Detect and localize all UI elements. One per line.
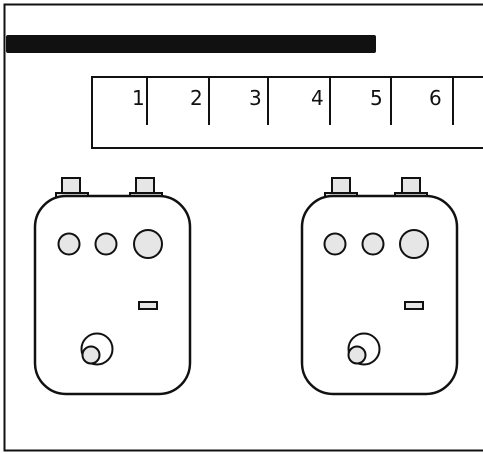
pedal-left-knob-1[interactable]	[59, 234, 80, 255]
pedal-left-knob-3[interactable]	[134, 230, 162, 258]
pedal-left-body	[35, 196, 190, 394]
pedal-right-body	[302, 196, 457, 394]
pedal-right-knob-2[interactable]	[363, 234, 384, 255]
ruler-label-6: 6	[429, 86, 442, 110]
pedal-right	[302, 178, 457, 394]
pedal-right-knob-3[interactable]	[400, 230, 428, 258]
ruler-label-1: 1	[132, 86, 145, 110]
pedal-right-knob-1[interactable]	[325, 234, 346, 255]
ruler-label-2: 2	[190, 86, 203, 110]
pedal-left	[35, 178, 190, 394]
title-bar	[6, 35, 376, 53]
ruler-box	[92, 77, 483, 148]
pedal-left-knob-2[interactable]	[96, 234, 117, 255]
ruler: 1 2 3 4 5 6	[92, 77, 483, 148]
pedal-left-led	[139, 302, 157, 309]
pedal-left-footswitch-cap	[83, 347, 100, 364]
ruler-label-3: 3	[249, 86, 262, 110]
pedal-right-led	[405, 302, 423, 309]
ruler-label-5: 5	[370, 86, 383, 110]
pedal-right-footswitch-cap	[349, 347, 366, 364]
ruler-label-4: 4	[311, 86, 324, 110]
